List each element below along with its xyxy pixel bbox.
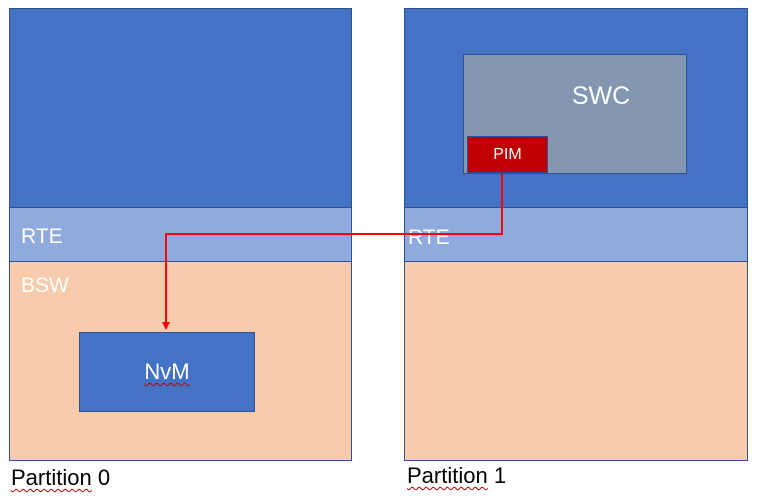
partition-0-caption: Partition 0 <box>11 467 110 489</box>
swc-label: SWC <box>571 81 631 110</box>
partition-0-application-layer <box>9 8 352 208</box>
partition-1-bsw-layer <box>404 261 748 461</box>
connector-path <box>162 173 503 330</box>
partition-0-rte-label: RTE <box>21 225 63 248</box>
nvm-label: NvM <box>144 359 190 384</box>
partition-1-rte-label: RTE <box>408 226 450 249</box>
nvm-component: NvM <box>79 332 255 412</box>
swc-component: SWC <box>463 54 687 174</box>
partition-1-caption-number: 1 <box>493 463 507 488</box>
partition-1-caption-word: Partition <box>407 463 488 488</box>
partition-0-bsw-label: BSW <box>21 274 69 297</box>
partition-0-caption-word: Partition <box>11 465 92 490</box>
partition-0-caption-number: 0 <box>97 465 111 490</box>
pim-label: PIM <box>493 145 522 163</box>
pim-block: PIM <box>467 136 548 173</box>
partition-1-caption: Partition 1 <box>407 465 506 487</box>
